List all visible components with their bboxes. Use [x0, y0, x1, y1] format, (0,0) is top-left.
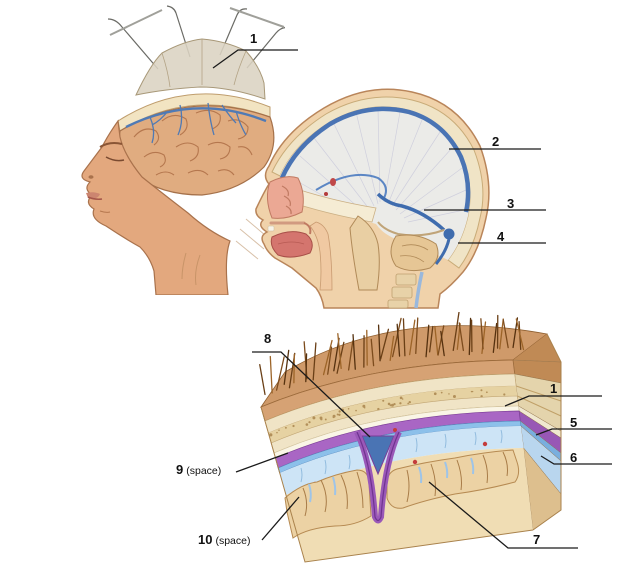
sella-red-spot: [330, 178, 336, 186]
superior-sagittal-sinus-vein: [125, 107, 267, 129]
label-number: 1: [250, 31, 258, 46]
label-8-sinus: 8: [264, 331, 271, 347]
right-hemisphere-sulci: [406, 451, 508, 503]
sphenoid-red-spot: [324, 192, 328, 196]
right-sulci-csf: [418, 457, 475, 484]
dura-flap-folds: [161, 38, 247, 88]
figure-meninges-block: [259, 312, 562, 563]
pharynx: [309, 221, 333, 291]
label-3-straight-sinus: 3: [507, 196, 514, 212]
brain-gyri: [133, 109, 253, 176]
left-hemisphere-sulci: [302, 471, 364, 517]
hair: [259, 312, 525, 396]
label-5-dura: 5: [570, 415, 577, 431]
label-number: 6: [570, 450, 578, 465]
nasal-cavity: [266, 176, 304, 219]
label-9-space: 9(space): [176, 462, 221, 478]
cerebellum: [390, 234, 439, 272]
leader-fig1-1: [212, 49, 298, 69]
skull-diploe: [268, 386, 518, 443]
falx-cerebri-inner-line: [356, 431, 400, 522]
cerebellum-folia: [399, 244, 429, 263]
label-number: 1: [550, 381, 558, 396]
label-1-layers: 1: [550, 381, 557, 397]
figure-sagittal-section: [255, 88, 490, 309]
nasal-conchae: [281, 185, 292, 215]
label-number: 9: [176, 462, 184, 477]
soft-palate: [303, 222, 312, 235]
superior-cerebral-veins: [149, 102, 247, 144]
label-6-arachnoid: 6: [570, 450, 577, 466]
label-number: 10: [198, 532, 213, 547]
bone-side-diploe-lines: [515, 385, 562, 417]
leader-fig3-10: [261, 496, 300, 541]
figure-scalp-retraction: [81, 5, 285, 295]
label-number: 3: [507, 196, 515, 211]
label-suffix: (space): [215, 535, 251, 547]
leader-fig3-9: [235, 452, 289, 473]
label-10-space: 10(space): [198, 532, 250, 548]
leader-fig3-1: [504, 395, 602, 407]
spinal-cord: [414, 271, 424, 309]
label-7-pia: 7: [533, 532, 540, 548]
diploe-speckles: [269, 389, 506, 437]
face-profile: [81, 119, 231, 295]
leader-fig3-6: [540, 455, 612, 465]
label-number: 7: [533, 532, 541, 547]
tongue-midline: [277, 241, 305, 245]
label-2-falx: 2: [492, 134, 499, 150]
arachnoid-trabeculae: [300, 429, 503, 483]
block-outline: [260, 333, 562, 563]
confluence-of-sinuses: [443, 228, 455, 240]
straight-sinus: [376, 192, 446, 232]
leader-fig3-5: [535, 428, 612, 436]
occipital-sinus: [434, 238, 451, 265]
brainstem: [349, 215, 380, 291]
label-number: 8: [264, 331, 272, 346]
label-1-dura-flap: 1: [250, 31, 257, 47]
tooth: [267, 225, 275, 232]
cervical-vertebrae: [387, 273, 417, 309]
label-4-confluence: 4: [497, 229, 504, 245]
right-face-layers: [512, 359, 562, 531]
tongue: [270, 231, 313, 258]
leader-fig3-7: [428, 481, 578, 549]
falx-cerebri: [280, 106, 470, 260]
scalp-corner-face: [513, 334, 561, 362]
label-number: 4: [497, 229, 505, 244]
label-suffix: (space): [186, 465, 222, 477]
tentorium-cerebelli: [377, 221, 445, 237]
label-number: 5: [570, 415, 578, 430]
leader-fig3-8: [252, 351, 371, 438]
anterior-skull-base: [283, 185, 377, 223]
left-sulci-csf: [308, 476, 337, 503]
subarachnoid-space-layer: [279, 426, 524, 495]
label-number: 2: [492, 134, 500, 149]
superior-sagittal-sinus: [279, 106, 471, 213]
superior-sagittal-sinus-section: [361, 435, 395, 476]
